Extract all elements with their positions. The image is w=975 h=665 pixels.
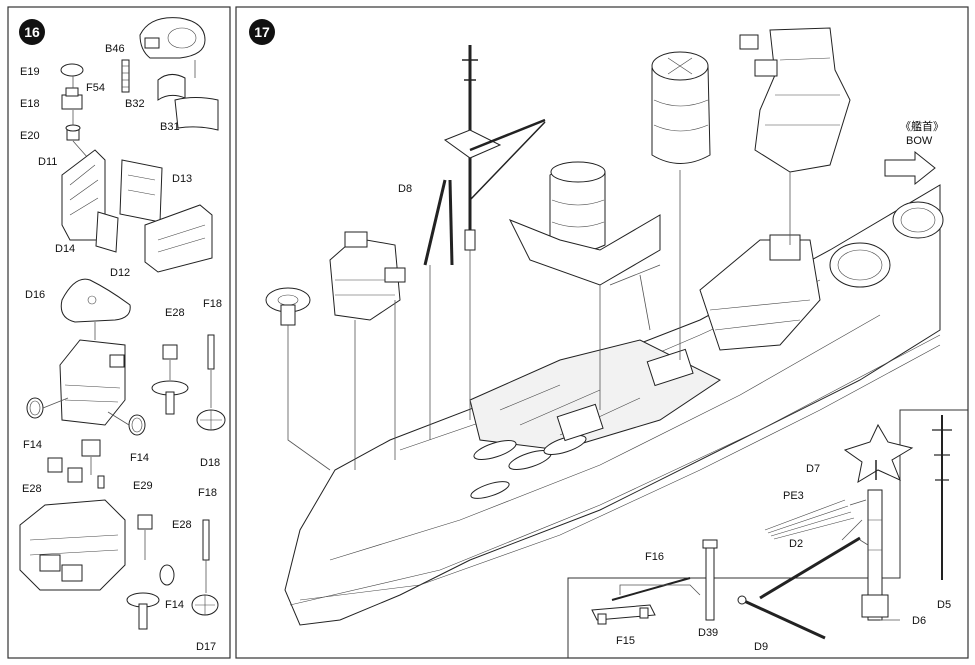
part-d18: [196, 409, 226, 431]
part-pe3: [764, 499, 855, 540]
part-f14b: [128, 414, 146, 436]
part-b46: [139, 17, 206, 59]
label-f15: F15: [616, 635, 635, 647]
label-d8: D8: [398, 183, 412, 195]
part-f14c: [159, 564, 175, 586]
step17-panel: [235, 6, 969, 659]
step16-badge: 16: [19, 19, 45, 45]
label-pe3: PE3: [783, 490, 804, 502]
label-d5: D5: [937, 599, 951, 611]
label-f18b: F18: [198, 487, 217, 499]
label-d39: D39: [698, 627, 718, 639]
label-d18: D18: [200, 457, 220, 469]
part-e28a: [162, 344, 178, 360]
assembly-leaders: [287, 170, 791, 471]
part-d12: [144, 204, 213, 273]
label-e18: E18: [20, 98, 40, 110]
mast-platform: [81, 439, 101, 475]
label-f54: F54: [86, 82, 105, 94]
mainmast: [443, 45, 546, 251]
deck-turret-rings: [829, 201, 944, 288]
lower-superstructure: [19, 499, 126, 591]
label-e28c: E28: [172, 519, 192, 531]
fore-tower: [739, 27, 851, 173]
part-e29: [97, 475, 105, 489]
part-e28c: [137, 514, 153, 530]
label-d9: D9: [754, 641, 768, 653]
label-b46: B46: [105, 43, 125, 55]
part-d7: [843, 423, 914, 484]
label-d13: D13: [172, 173, 192, 185]
forward-superstructure: [699, 234, 821, 351]
label-d7: D7: [806, 463, 820, 475]
part-d8: [423, 179, 454, 266]
inset-leaders: [619, 499, 900, 621]
svg-text:17: 17: [254, 24, 270, 40]
pedestal-a: [151, 380, 189, 415]
part-f15: [591, 604, 656, 625]
part-b31: [174, 97, 219, 131]
label-f18a: F18: [203, 298, 222, 310]
label-e28a: E28: [165, 307, 185, 319]
part-d11: [61, 149, 106, 241]
bow-direction-arrow-icon: [884, 150, 936, 186]
part-d16: [60, 278, 131, 323]
part-d13: [119, 159, 163, 223]
label-d16: D16: [25, 289, 45, 301]
forward-funnel: [651, 51, 711, 164]
label-b32: B32: [125, 98, 145, 110]
label-f14b: F14: [130, 452, 149, 464]
label-d12: D12: [110, 267, 130, 279]
label-bow-jp: 《艦首》: [900, 119, 944, 133]
part-e18: [61, 87, 83, 110]
part-e28b: [47, 457, 83, 483]
label-d2: D2: [789, 538, 803, 550]
aft-bridge-assembly: [329, 231, 406, 321]
label-e29: E29: [133, 480, 153, 492]
part-d14: [95, 211, 119, 253]
part-f14a: [26, 397, 44, 419]
label-d17: D17: [196, 641, 216, 653]
label-e20: E20: [20, 130, 40, 142]
part-e19: [60, 63, 84, 77]
subassembly-inset-frame: [567, 409, 968, 658]
part-d39: [702, 539, 718, 621]
part-d17: [191, 594, 219, 616]
label-d6: D6: [912, 615, 926, 627]
label-f16: F16: [645, 551, 664, 563]
foremast-pole: [861, 489, 889, 621]
step17-badge: 17: [249, 19, 275, 45]
step16-parts: [19, 17, 226, 630]
part-b32: [157, 74, 186, 101]
label-d11: D11: [38, 156, 57, 168]
label-f14a: F14: [23, 439, 42, 451]
pedestal-b: [126, 592, 160, 630]
step16-labels: B46 E19 F54 B32 E18 B31 E20 D11 D13 D14 …: [20, 43, 222, 653]
label-e19: E19: [20, 66, 40, 78]
step16-panel: [7, 6, 231, 659]
label-e28b: E28: [22, 483, 42, 495]
bridge-block: [59, 339, 126, 426]
label-d14: D14: [55, 243, 75, 255]
part-f18b: [202, 519, 210, 561]
aft-director-platform: [265, 287, 311, 326]
label-b31: B31: [160, 121, 180, 133]
part-f16: [611, 577, 691, 601]
part-f54: [121, 59, 130, 93]
step17-labels: D8 《艦首》 BOW D7 PE3 D2 F16 F15 D39 D9 D6 …: [398, 119, 951, 653]
part-d2: [759, 536, 861, 600]
deck-boats: [470, 348, 694, 499]
part-d5: [932, 415, 952, 580]
part-f18a: [207, 334, 215, 370]
aft-funnel: [508, 161, 661, 286]
label-f14c: F14: [165, 599, 184, 611]
svg-text:16: 16: [24, 24, 40, 40]
part-e20: [65, 124, 81, 141]
label-bow: BOW: [906, 135, 933, 147]
part-d9: [737, 595, 826, 640]
